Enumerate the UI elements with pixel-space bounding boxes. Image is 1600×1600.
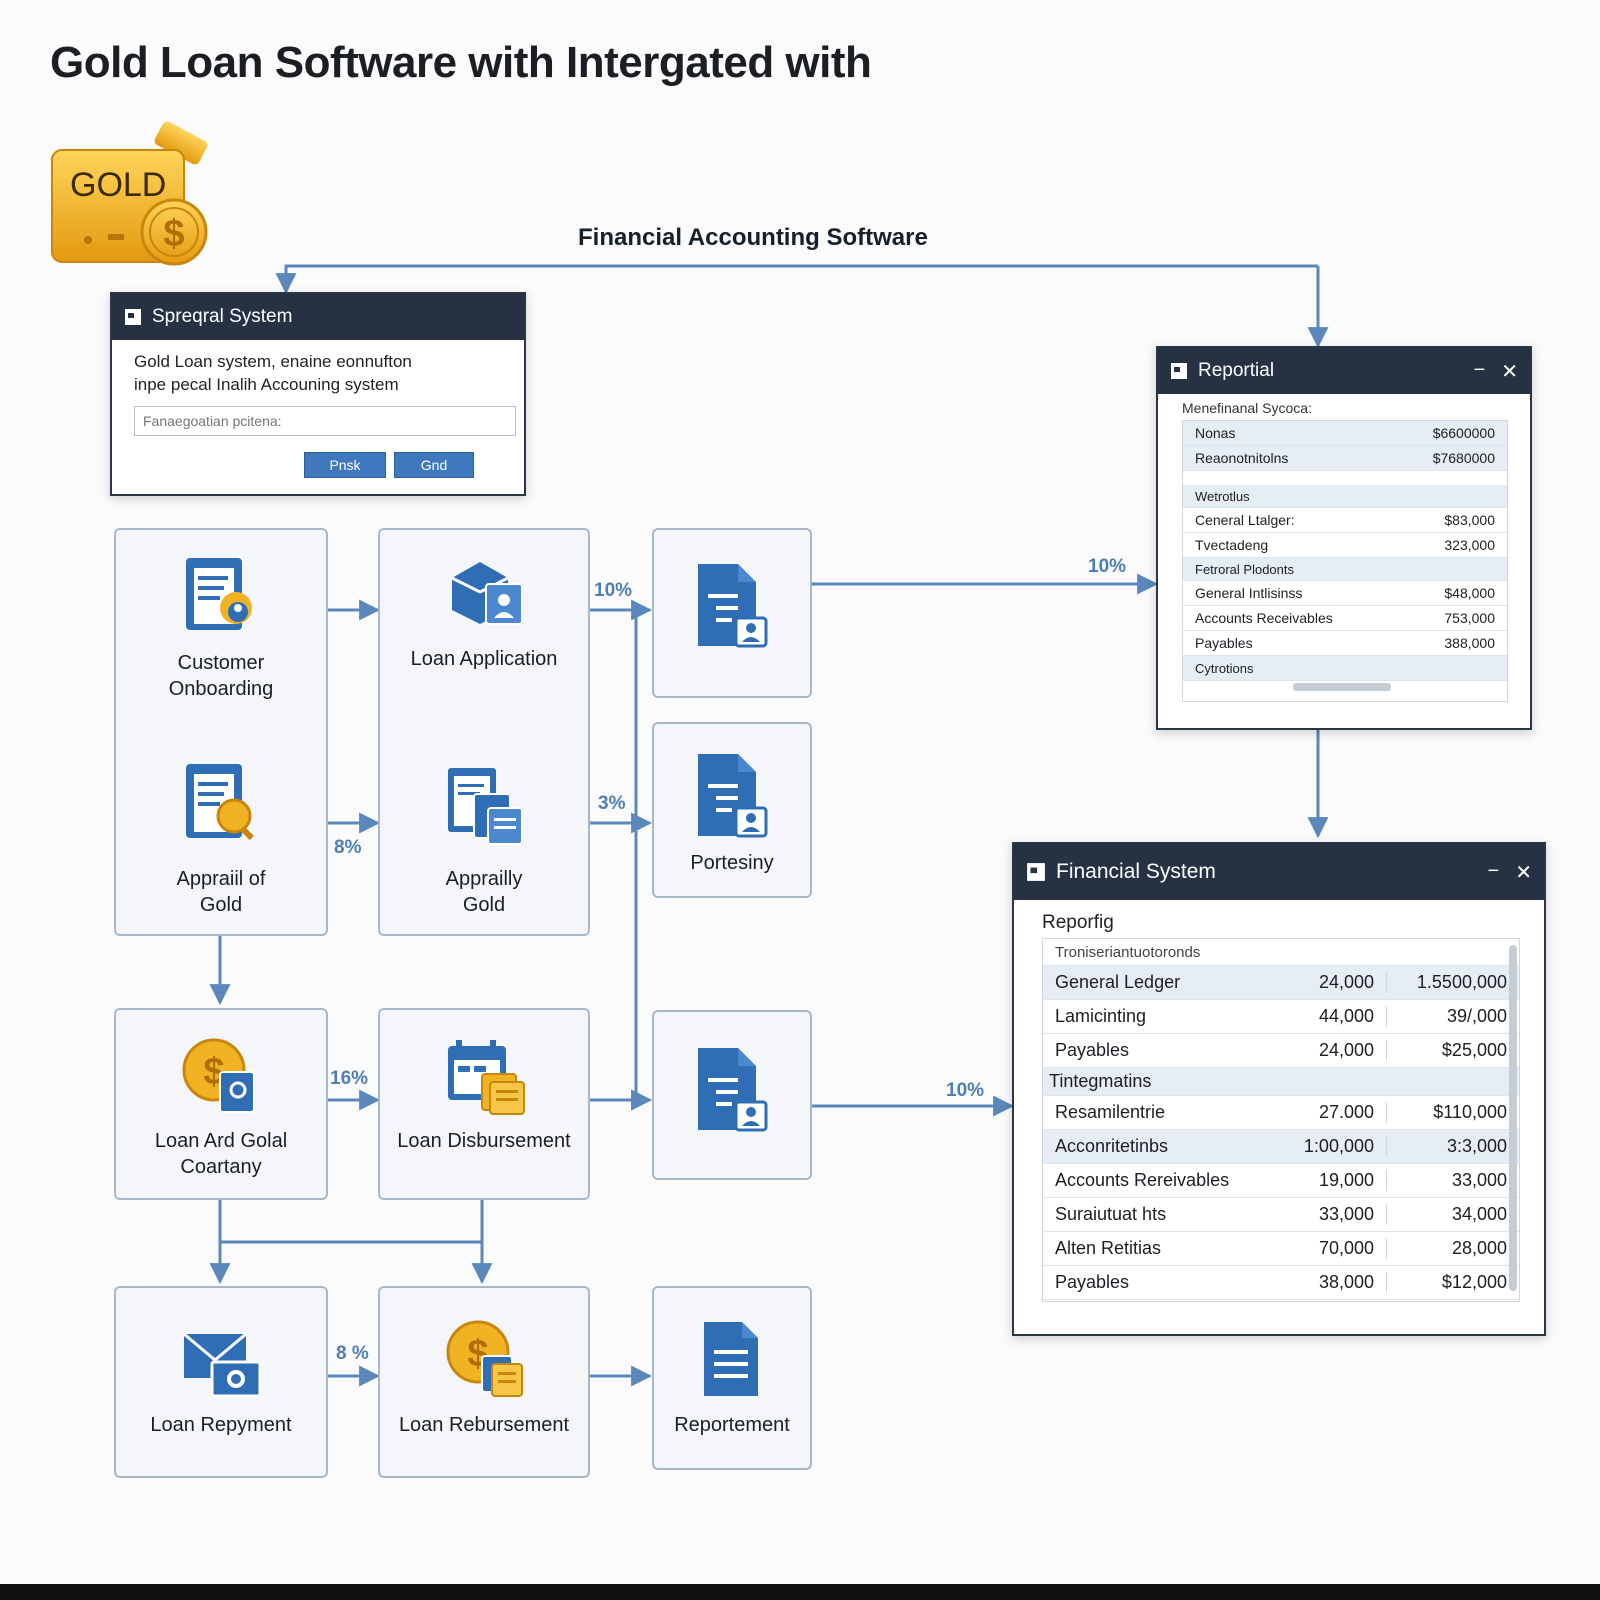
node-label: Portesiny: [690, 852, 774, 874]
connector-top-left: [275, 264, 1318, 295]
reporting-window: Reportial −✕ Menefinanal Sycoca: Nonas$6…: [1156, 346, 1532, 730]
vertical-scrollbar[interactable]: [1509, 945, 1517, 1291]
table-row: Fetroral Plodonts: [1183, 558, 1507, 581]
loan-reimbursement-node[interactable]: $ Loan Rebursement: [378, 1286, 590, 1478]
app-window-icon: [125, 309, 141, 325]
financial-accounting-label: Financial Accounting Software: [578, 224, 928, 251]
close-icon[interactable]: ✕: [1501, 360, 1518, 383]
percent-label: 10%: [1088, 556, 1127, 577]
window-subtitle: Menefinanal Sycoca:: [1182, 400, 1312, 416]
section-label: Reporfig: [1042, 912, 1114, 933]
percent-label: 10%: [594, 580, 633, 601]
documents-stack-icon: [448, 768, 523, 845]
reporting-table: Nonas$6600000 Reaonotnitolns$7680000 Wet…: [1182, 420, 1508, 702]
financial-system-window: Financial System −✕ Reporfig Troniserian…: [1012, 842, 1546, 1336]
page-title: Gold Loan Software with Intergated with: [50, 38, 872, 87]
description-line: Gold Loan system, enaine eonnufton: [134, 352, 412, 371]
minimize-icon[interactable]: −: [1473, 358, 1486, 381]
calendar-documents-icon: [448, 1040, 525, 1115]
window-title: Reportial: [1198, 360, 1275, 381]
window-title: Spreqral System: [152, 306, 293, 327]
table-header: Troniseriantuotoronds: [1043, 939, 1519, 966]
description-line: inpe pecal Inalih Accouning system: [134, 375, 399, 394]
window-titlebar: Reportial −✕: [1158, 348, 1530, 394]
document-node[interactable]: [652, 1010, 812, 1180]
percent-label: 8 %: [336, 1343, 369, 1364]
window-description: Gold Loan system, enaine eonnufton inpe …: [134, 350, 412, 396]
percent-label: 10%: [946, 1080, 985, 1101]
table-row: Tintegmatins: [1043, 1068, 1519, 1096]
reportement-node[interactable]: Reportement: [652, 1286, 812, 1470]
node-label: Loan Rebursement: [398, 1414, 570, 1436]
clipboard-person-icon: [186, 558, 252, 630]
spectral-system-window: Spreqral System Gold Loan system, enaine…: [110, 292, 526, 496]
coin-documents-icon: $: [446, 1320, 523, 1397]
window-title: Financial System: [1056, 860, 1216, 883]
envelope-money-icon: [183, 1332, 262, 1398]
node-label: Loan Disbursement: [397, 1130, 571, 1152]
app-window-icon: [1171, 363, 1187, 379]
criteria-input[interactable]: [134, 406, 516, 436]
minimize-icon[interactable]: −: [1487, 859, 1500, 882]
window-titlebar: Financial System −✕: [1014, 844, 1544, 900]
document-person-icon: [698, 754, 768, 838]
percent-label: 3%: [598, 793, 626, 814]
horizontal-scrollbar[interactable]: [1293, 683, 1391, 691]
node-label: Loan Repyment: [150, 1414, 292, 1436]
loan-disbursement-node[interactable]: Loan Disbursement: [378, 1008, 590, 1200]
gold-bar-dollar-icon: $: [51, 121, 208, 266]
document-person-icon: [698, 1048, 768, 1132]
node-label: Loan Application: [410, 648, 558, 670]
primary-button[interactable]: Pnsk: [304, 452, 386, 478]
logo-text: GOLD: [70, 166, 167, 204]
coin-document-icon: $: [182, 1038, 255, 1113]
close-icon[interactable]: ✕: [1515, 861, 1532, 884]
percent-label: 8%: [334, 837, 362, 858]
table-row: Nonas$6600000: [1183, 421, 1507, 446]
table-row: Reaonotnitolns$7680000: [1183, 446, 1507, 471]
secondary-button[interactable]: Gnd: [394, 452, 474, 478]
clipboard-magnifier-icon: [186, 764, 254, 841]
table-row: Cytrotions: [1183, 656, 1507, 681]
table-row: General Intlisinss$48,000: [1183, 581, 1507, 606]
app-window-icon: [1027, 863, 1045, 881]
svg-text:$: $: [163, 213, 184, 255]
node-label: Reportement: [674, 1414, 790, 1436]
document-person-icon: [698, 564, 768, 648]
table-row: Ceneral Ltalger:$83,000: [1183, 508, 1507, 533]
percent-label: 16%: [330, 1068, 369, 1089]
document-node[interactable]: [652, 528, 812, 698]
document-icon: [704, 1322, 758, 1396]
table-row: Wetrotlus: [1183, 485, 1507, 508]
loan-repayment-node[interactable]: Loan Repyment: [114, 1286, 328, 1478]
box-person-icon: [451, 562, 523, 625]
portesiny-node[interactable]: Portesiny: [652, 722, 812, 898]
window-titlebar: Spreqral System: [112, 294, 524, 340]
bottom-bar: [0, 1584, 1600, 1600]
